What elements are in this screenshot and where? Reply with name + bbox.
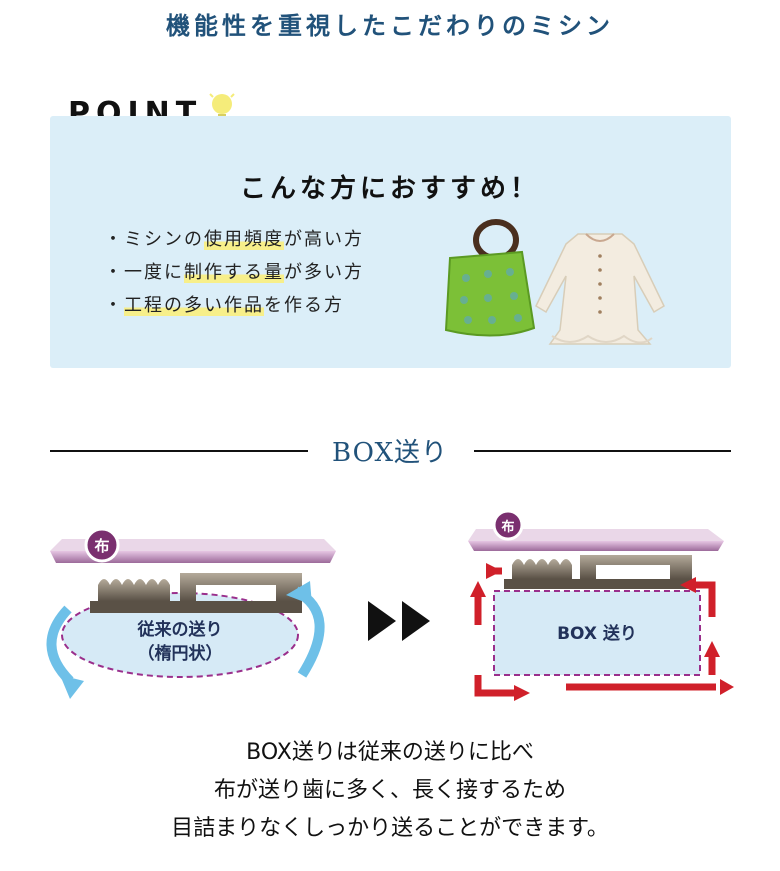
dress-image	[535, 233, 665, 345]
box-feed-diagram: 布 BOX 送り	[468, 509, 734, 701]
description-line: 目詰まりなくしっかり送ることができます。	[171, 816, 609, 841]
play-arrow-icon	[402, 601, 430, 641]
box-feed-description: BOX送りは従来の送りに比べ 布が送り歯に多く、長く接するため 目詰まりなくしっ…	[0, 734, 780, 848]
conventional-feed-diagram: 布 従来の送り （楕円状）	[46, 527, 336, 699]
page-title: 機能性を重視したこだわりのミシン	[166, 12, 614, 40]
box-feed-label: BOX 送り	[557, 623, 637, 644]
ellipse-shape-label: （楕円状）	[138, 643, 223, 664]
recommend-title: こんな方におすすめ！	[239, 174, 540, 204]
divider-right	[474, 450, 731, 452]
cloth-label-left: 布	[94, 537, 109, 555]
description-line: BOX送りは従来の送りに比べ	[246, 740, 534, 765]
cloth-badge-left	[84, 527, 120, 563]
conventional-feed-label: 従来の送り	[137, 619, 223, 640]
description-line: 布が送り歯に多く、長く接するため	[213, 778, 566, 803]
list-item: ・ミシンの使用頻度が高い方	[104, 229, 364, 250]
divider-left	[50, 450, 308, 452]
cloth-label-right: 布	[501, 519, 514, 535]
list-item: ・一度に制作する量が多い方	[104, 262, 364, 283]
tote-bag-image	[444, 219, 536, 337]
recommend-list: ・ミシンの使用頻度が高い方 ・一度に制作する量が多い方 ・工程の多い作品を作る方	[104, 226, 364, 325]
list-item: ・工程の多い作品を作る方	[104, 295, 344, 316]
play-arrow-icon	[368, 601, 396, 641]
feed-comparison-diagram: 布 従来の送り （楕円状） 布	[46, 509, 734, 701]
box-feed-section-title: BOX送り	[332, 438, 448, 468]
cloth-badge-right	[492, 509, 524, 541]
